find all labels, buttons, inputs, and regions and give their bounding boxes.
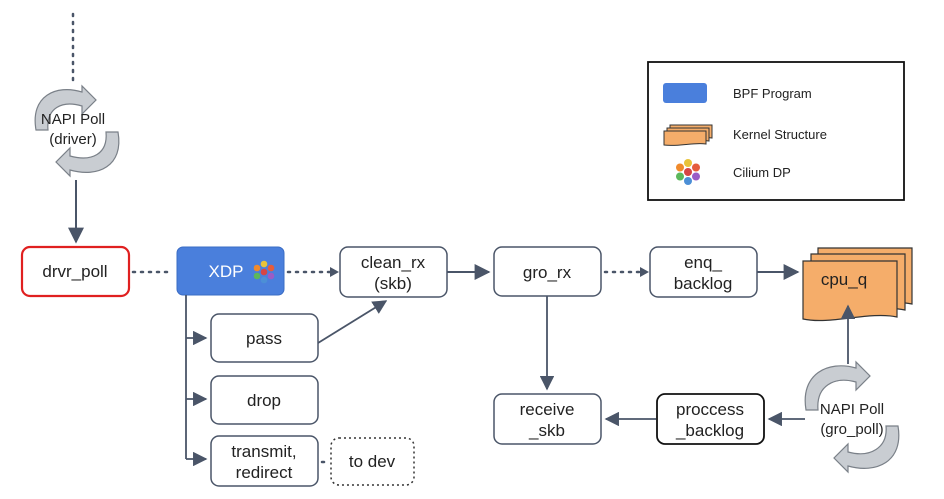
legend-kernel-label: Kernel Structure (733, 127, 827, 142)
enq-backlog-node: enq_ backlog (649, 246, 758, 298)
drop-label: drop (247, 391, 281, 410)
clean-rx-label-1: clean_rx (361, 253, 426, 272)
legend-bpf-swatch (663, 83, 707, 103)
cilium-hexagon-icon (253, 260, 275, 284)
napi-poll-gro-label-2: (gro_poll) (820, 421, 883, 438)
napi-poll-gro-loop: NAPI Poll (gro_poll) (804, 360, 900, 474)
receive-skb-label-2: _skb (528, 421, 565, 440)
arrow-pass-to-clean-rx (317, 300, 388, 344)
process-backlog-label-1: proccess (676, 400, 744, 419)
napi-poll-gro-label-1: NAPI Poll (820, 401, 884, 418)
transmit-redirect-node: transmit, redirect (210, 435, 319, 487)
enq-backlog-label-1: enq_ (684, 253, 722, 272)
drop-node: drop (210, 375, 319, 425)
loop-arc-top-icon (34, 84, 97, 131)
gro-rx-label: gro_rx (523, 263, 572, 282)
pass-label: pass (246, 329, 282, 348)
transmit-label-2: redirect (236, 463, 293, 482)
drvr-poll-label: drvr_poll (42, 262, 107, 281)
loop-arc-top-right-icon (804, 360, 871, 411)
transmit-label-1: transmit, (231, 442, 296, 461)
legend-bpf-label: BPF Program (733, 86, 812, 101)
receive-skb-label-1: receive (520, 400, 575, 419)
drvr-poll-node: drvr_poll (20, 245, 131, 298)
clean-rx-node: clean_rx (skb) (339, 246, 448, 298)
cpu-q-label: cpu_q (821, 270, 867, 289)
napi-poll-driver-label-2: (driver) (49, 131, 97, 148)
to-dev-node: to dev (330, 437, 415, 486)
gro-rx-node: gro_rx (493, 246, 602, 297)
process-backlog-node: proccess _backlog (656, 393, 765, 445)
legend-cilium-label: Cilium DP (733, 165, 791, 180)
enq-backlog-label-2: backlog (674, 274, 733, 293)
receive-skb-node: receive _skb (493, 393, 602, 445)
cpu-q-node: cpu_q (802, 247, 913, 322)
napi-poll-driver-loop: NAPI Poll (driver) (34, 84, 120, 178)
process-backlog-label-2: _backlog (675, 421, 744, 440)
clean-rx-label-2: (skb) (374, 274, 412, 293)
pass-node: pass (210, 313, 319, 363)
napi-poll-driver-label-1: NAPI Poll (41, 111, 105, 128)
legend: BPF Program Kernel Structure Cilium DP (647, 61, 905, 201)
loop-arc-bottom-right-icon (833, 425, 900, 474)
xdp-node: XDP (176, 246, 285, 296)
to-dev-label: to dev (349, 452, 396, 471)
legend-kernel-swatch (663, 124, 713, 146)
legend-cilium-hexagon-icon (676, 159, 700, 185)
xdp-label: XDP (209, 262, 244, 281)
loop-arc-bottom-icon (55, 131, 120, 178)
